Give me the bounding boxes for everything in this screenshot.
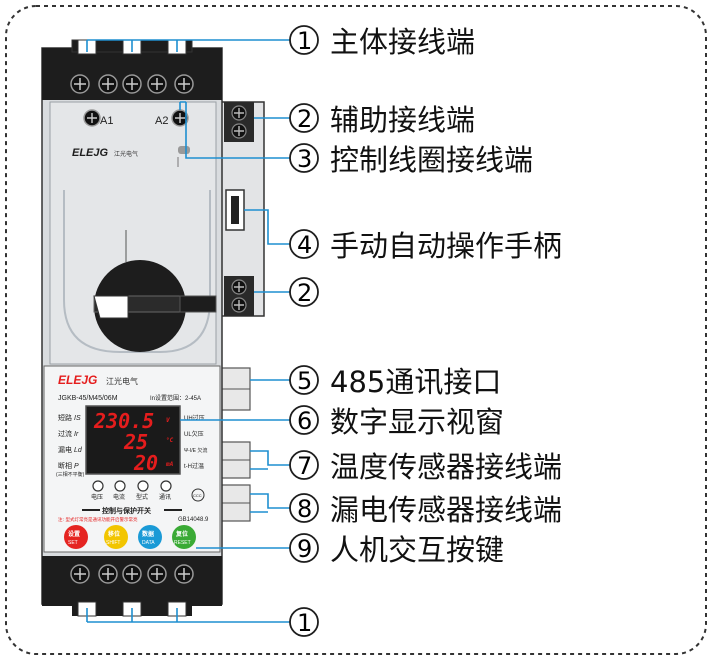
shift-key-en: SHIFT [106,540,120,546]
right-labels: UH过压 UL欠压 Ψ-I/E 欠流 t-H过温 [184,414,207,470]
shift-key-cn: 移位 [108,530,120,538]
brand-cn-upper: 江光电气 [114,150,138,158]
callout-4: 4 手动自动操作手柄 [289,229,562,263]
shift-key[interactable] [104,525,128,549]
voltage-button-label: 电压 [91,493,103,501]
set-key-cn: 设置 [68,530,80,538]
callout-7: 7 温度传感器接线端 [289,450,562,484]
current-button[interactable] [114,480,126,492]
callout-3: 3 控制线圈接线端 [289,143,533,177]
svg-text:5: 5 [297,367,312,395]
selector-buttons: 电压 电流 型式 通讯 [91,480,172,501]
svg-text:主体接线端: 主体接线端 [330,25,475,59]
callout-1-top: 1 主体接线端 [289,25,475,59]
handle-grip [93,295,129,319]
callout-8: 8 漏电传感器接线端 [289,493,562,527]
svg-text:温度传感器接线端: 温度传感器接线端 [330,450,562,484]
label-phase-sym: P [74,463,79,470]
label-th: t-H过温 [184,462,204,470]
warning-text: 注: 型式灯常亮是通讯功能开启警示常亮 [58,516,138,523]
label-a1: A1 [100,115,113,127]
svg-text:2: 2 [297,279,312,307]
type-button-label: 型式 [136,493,148,501]
callout-2-top: 2 辅助接线端 [289,103,475,137]
label-short-cn: 短路 [58,413,72,422]
ccc-text: CCC [193,493,202,498]
hmi-keys: 设置 SET 移位 SHIFT 数据 DATA 复位 RESET [64,525,196,549]
callout-2-bottom: 2 [289,277,319,307]
svg-text:漏电传感器接线端: 漏电传感器接线端 [330,493,562,527]
display-leakage: 20 [133,451,158,475]
label-over-sym: Ir [74,431,79,438]
svg-text:8: 8 [297,495,312,523]
comm-button[interactable] [160,480,172,492]
data-key-en: DATA [142,540,155,546]
svg-text:485通讯接口: 485通讯接口 [330,365,501,399]
label-ue: Ψ-I/E 欠流 [184,447,207,454]
label-a2: A2 [155,115,168,127]
device: A1 A2 ELEJG 江光电气 ELEJG 江光电气 JGKB-45/M45/… [41,39,265,617]
callout-1-bottom: 1 [289,607,319,637]
main-terminal-bottom-screws [70,564,194,584]
svg-text:1: 1 [297,27,312,55]
svg-text:手动自动操作手柄: 手动自动操作手柄 [330,229,562,263]
comm-button-label: 通讯 [159,493,171,501]
model-text: JGKB-45/M45/06M [58,395,118,402]
callout-5: 5 485通讯接口 [289,365,501,399]
display-window [85,405,181,475]
standard-text: GB14048.9 [178,517,209,523]
display-unit-c: °C [166,437,174,444]
set-key[interactable] [64,525,88,549]
brand-upper: ELEJG [72,147,109,159]
label-over-cn: 过流 [58,429,72,438]
data-key-cn: 数据 [142,530,154,538]
reset-key-en: RESET [174,540,191,546]
in-range-text: In设置范围：2-45A [150,394,201,402]
display-voltage: 230.5 [93,409,154,433]
label-leak-cn: 漏电 [58,445,72,454]
svg-text:人机交互按键: 人机交互按键 [330,533,504,567]
left-labels: 短路 IS 过流 Ir 漏电 Ld 断相 P (三相不平衡) [56,413,85,478]
reset-key[interactable] [172,525,196,549]
brand-panel: ELEJG [58,373,97,387]
label-ul: UL欠压 [184,430,204,438]
svg-text:3: 3 [297,145,312,173]
indicator-led [178,146,190,154]
svg-text:控制线圈接线端: 控制线圈接线端 [330,143,533,177]
display-unit-ma: mA [165,461,174,468]
dashed-border [5,5,707,655]
svg-text:4: 4 [297,231,312,259]
label-phase-cn: 断相 [58,461,72,470]
data-key[interactable] [138,525,162,549]
main-terminal-top-screws [70,74,194,94]
svg-text:数字显示视窗: 数字显示视窗 [330,405,504,439]
svg-text:2: 2 [297,105,312,133]
set-key-en: SET [68,540,78,546]
ccc-mark [191,488,205,502]
label-short-sym: IS [74,415,81,422]
product-title: 控制与保护开关 [102,506,151,515]
callout-6: 6 数字显示视窗 [289,405,504,439]
svg-text:1: 1 [297,609,312,637]
display-temperature: 25 [123,430,148,454]
label-leak-sym: Ld [74,447,83,454]
callout-9: 9 人机交互按键 [289,533,504,567]
type-button[interactable] [137,480,149,492]
reset-key-cn: 复位 [175,530,188,538]
label-uh: UH过压 [184,414,205,422]
svg-text:9: 9 [297,535,312,563]
brand-cn-panel: 江光电气 [106,376,138,386]
svg-text:6: 6 [297,407,312,435]
leader-lines [86,39,290,623]
display-unit-v: V [166,417,170,424]
voltage-button[interactable] [92,480,104,492]
svg-text:7: 7 [297,452,312,480]
svg-text:辅助接线端: 辅助接线端 [330,103,475,137]
callouts: 1 主体接线端 2 辅助接线端 3 控制线圈接线端 4 手动自动操作手柄 2 5… [289,25,562,637]
current-button-label: 电流 [113,493,125,501]
label-phase-note: (三相不平衡) [56,471,85,478]
